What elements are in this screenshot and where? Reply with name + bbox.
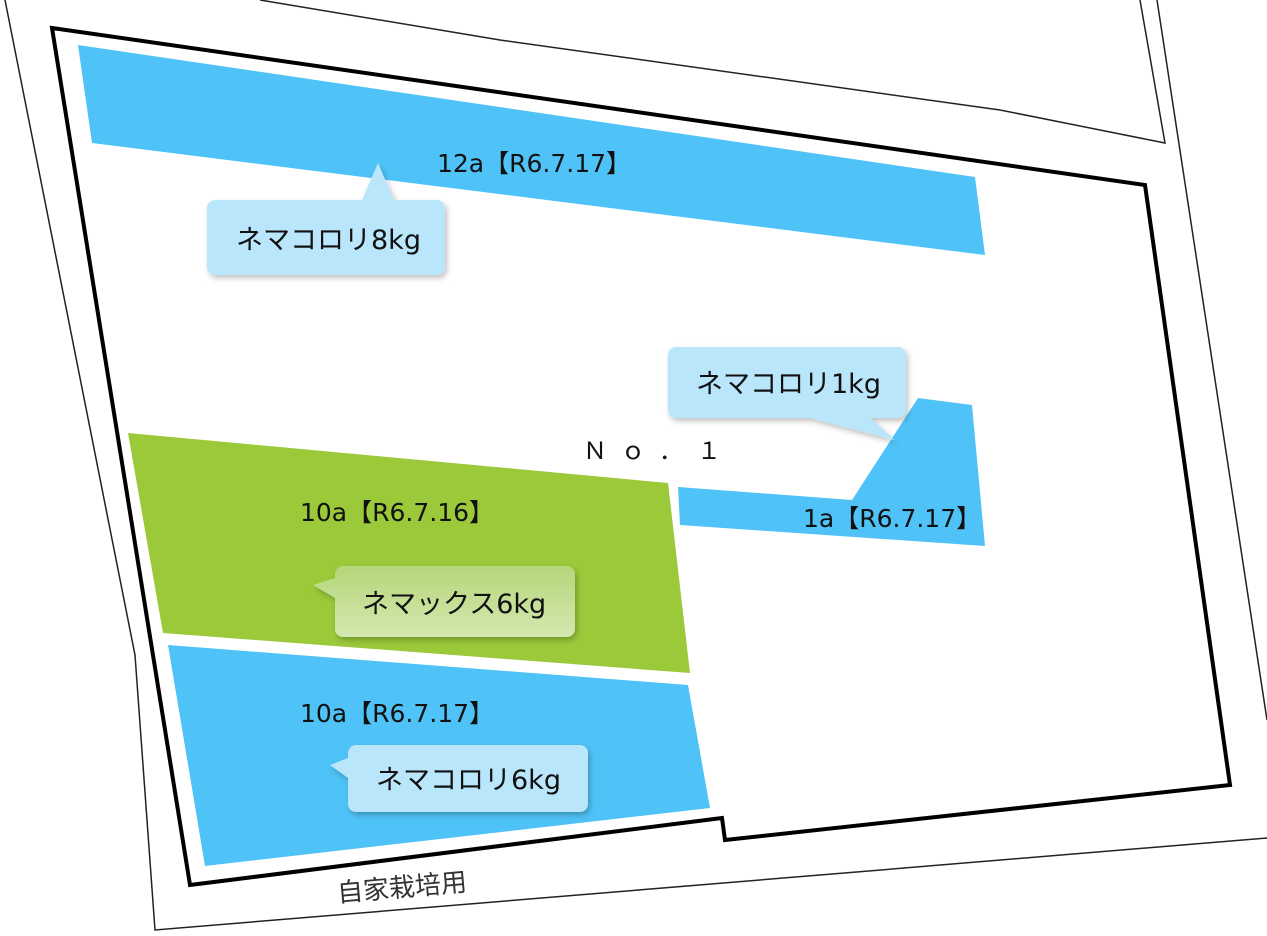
callout-text-1a: ネマコロリ1kg	[696, 369, 881, 400]
plot-label-10a-blue: 10a【R6.7.17】	[300, 699, 494, 728]
neighbor-boundary-left	[4, 0, 1267, 931]
neighbor-boundary-top	[259, 0, 1166, 144]
plot-1a	[678, 398, 985, 546]
callout-text-10a-green: ネマックス6kg	[362, 589, 546, 620]
callout-10a-green	[313, 566, 575, 637]
callout-text-12a: ネマコロリ8kg	[236, 225, 421, 256]
callout-10a-blue	[330, 745, 588, 812]
callout-12a	[207, 163, 445, 275]
footer-note: 自家栽培用	[336, 868, 468, 909]
plot-label-10a-green: 10a【R6.7.16】	[300, 498, 494, 527]
plot-12a	[78, 45, 985, 255]
field-id-label: Ｎｏ．１	[583, 437, 735, 465]
field-boundary	[49, 25, 1233, 888]
callout-text-10a-blue: ネマコロリ6kg	[376, 765, 561, 796]
neighbor-boundary-right	[1156, 0, 1267, 721]
plot-label-1a: 1a【R6.7.17】	[803, 504, 981, 533]
plot-label-12a: 12a【R6.7.17】	[437, 149, 631, 178]
callout-1a	[668, 347, 906, 440]
